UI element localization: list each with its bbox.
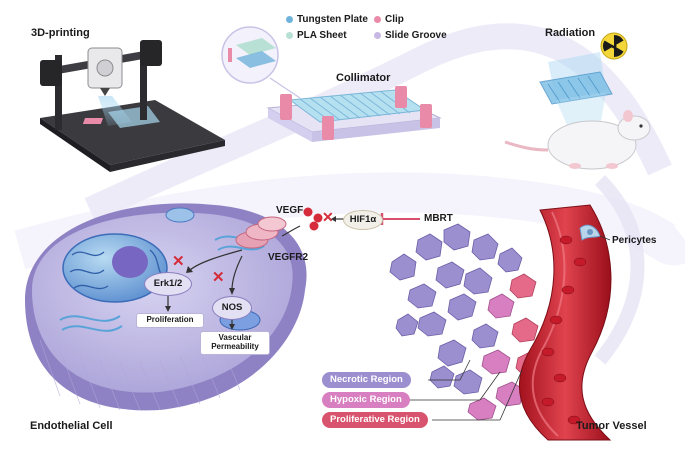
legend-item-pla-sheet: PLA Sheet	[286, 30, 347, 41]
vegfr2-label: VEGFR2	[268, 252, 309, 263]
tumor-vessel-label: Tumor Vessel	[576, 420, 647, 432]
vegf-label: VEGF	[276, 205, 304, 216]
mouse-graphic	[504, 110, 651, 170]
printing-label: 3D-printing	[31, 27, 90, 39]
legend-swatch	[374, 16, 381, 23]
necrotic-region-label: Necrotic Region	[322, 372, 411, 388]
hif-node: HIF1α	[343, 210, 383, 230]
legend-label: PLA Sheet	[297, 30, 347, 41]
tumor-vessel-graphic	[519, 204, 612, 441]
svg-text:✕: ✕	[322, 209, 334, 225]
radiation-label: Radiation	[545, 27, 596, 39]
radiation-symbol-icon	[600, 32, 628, 60]
vegf-molecules-graphic	[303, 207, 323, 231]
vegfr2-receptor-graphic	[235, 216, 287, 249]
svg-text:✕: ✕	[212, 269, 225, 286]
legend-swatch	[286, 16, 293, 23]
pericytes-label: Pericytes	[612, 235, 657, 246]
erk-node: Erk1/2	[144, 272, 192, 296]
tumor-mass-graphic	[389, 223, 543, 421]
legend-label: Clip	[385, 14, 404, 25]
proliferative-region-label: Proliferative Region	[322, 412, 428, 428]
svg-text:✕: ✕	[172, 253, 185, 270]
legend-swatch	[286, 32, 293, 39]
printer-graphic	[40, 40, 225, 172]
collimator-label: Collimator	[336, 72, 391, 84]
proliferation-box: Proliferation	[136, 313, 204, 328]
hypoxic-region-label: Hypoxic Region	[322, 392, 410, 408]
legend-label: Slide Groove	[385, 30, 447, 41]
legend-item-tungsten-plate: Tungsten Plate	[286, 14, 368, 25]
vascular-permeability-box: Vascular Permeability	[200, 331, 270, 355]
legend-label: Tungsten Plate	[297, 14, 368, 25]
endothelial-cell-label: Endothelial Cell	[30, 420, 113, 432]
legend-item-slide-groove: Slide Groove	[374, 30, 447, 41]
mbrt-label: MBRT	[424, 213, 453, 224]
legend-swatch	[374, 32, 381, 39]
legend-item-clip: Clip	[374, 14, 404, 25]
collimator-graphic	[266, 86, 442, 142]
nos-node: NOS	[212, 296, 252, 320]
